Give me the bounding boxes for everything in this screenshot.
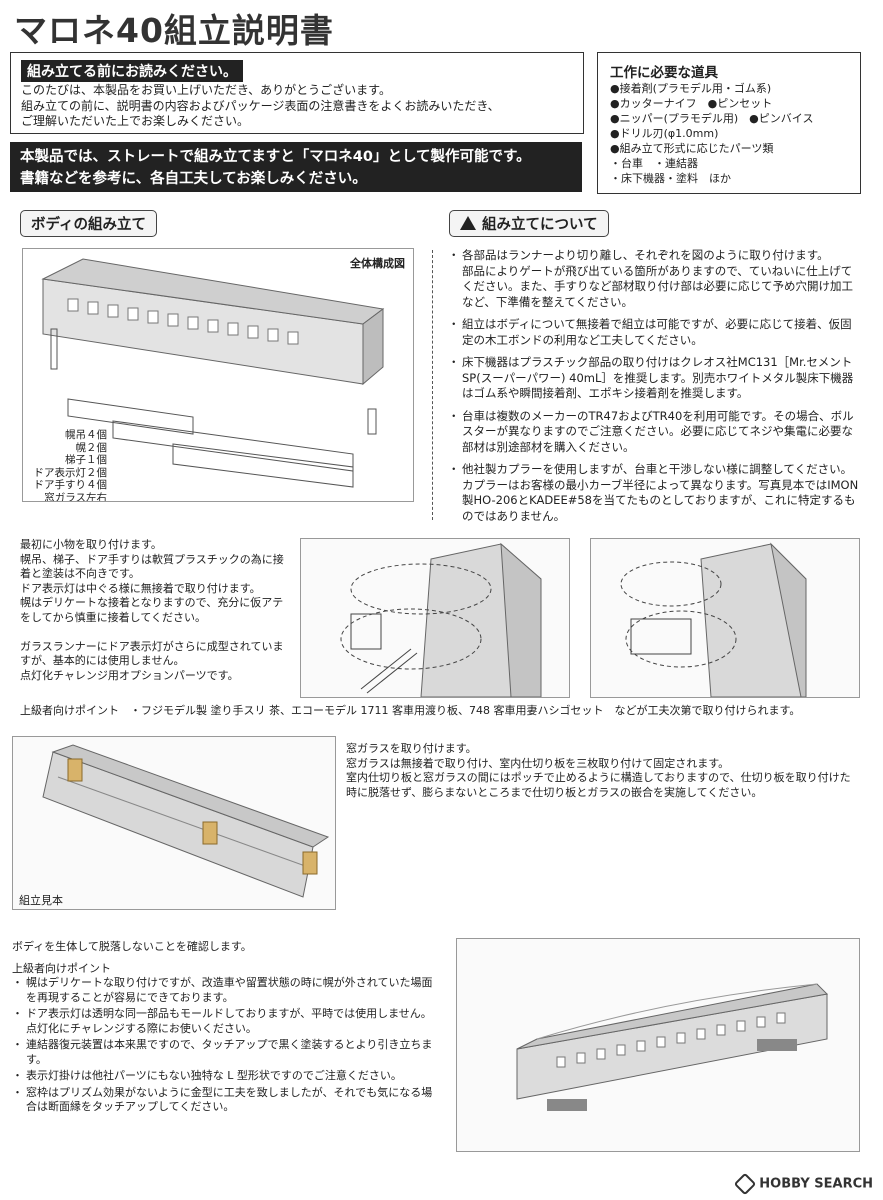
step3-point: 表示灯掛けは他社パーツにもない独特な L 型形状ですのでご注意ください。 <box>12 1069 440 1084</box>
step3-point: ドア表示灯は透明な同一部品もモールドしておりますが、平時では使用しません。点灯化… <box>12 1007 440 1036</box>
assembly-note: 台車は複数のメーカーのTR47およびTR40を利用可能です。その場合、ボルスター… <box>448 409 863 456</box>
tools-heading: 工作に必要な道具 <box>610 65 718 81</box>
warning-icon <box>460 216 476 230</box>
step3-intro: ボディを生体して脱落しないことを確認します。 <box>12 940 252 953</box>
assembly-note: 組立はボディについて無接着で組立は可能ですが、必要に応じて接着、仮固定の木工ボン… <box>448 317 863 348</box>
advanced-points-line: 上級者向けポイント ・フジモデル製 塗り手スリ 茶、エコーモデル 1711 客車… <box>20 704 801 717</box>
assembled-body-illustration <box>42 744 330 898</box>
watermark-text: HOBBY SEARCH <box>759 1176 873 1192</box>
step3-point: 連結器復元装置は本来黒ですので、タッチアップで黒く塗装するとより引き立ちます。 <box>12 1038 440 1067</box>
step3-point: 幌はデリケートな取り付けですが、改造車や留置状態の時に幌が外されていた場面を再現… <box>12 976 440 1005</box>
logo-icon <box>733 1172 757 1196</box>
sample-label: 組立見本 <box>19 894 63 907</box>
overview-diagram: 全体構成図 幌吊４個 幌２個 梯子１個 ドア表示灯２個 ドア手すり４個 窓ガラス… <box>22 248 414 502</box>
step2-image: 組立見本 <box>12 736 336 910</box>
step3-point: 窓枠はプリズム効果がないように金型に工夫を致しましたが、それでも気になる場合は断… <box>12 1086 440 1115</box>
step1-image-b <box>590 538 860 698</box>
assembly-note: 床下機器はプラスチック部品の取り付けはクレオス社MC131［Mr.セメントSP(… <box>448 355 863 402</box>
overview-title: 全体構成図 <box>350 257 405 270</box>
step3-points: 幌はデリケートな取り付けですが、改造車や留置状態の時に幌が外されていた場面を再現… <box>12 976 440 1117</box>
tools-box: 工作に必要な道具 ●接着剤(プラモデル用・ゴム系) ●カッターナイフ ●ピンセッ… <box>597 52 861 194</box>
intro-box: 組み立てる前にお読みください。 このたびは、本製品をお買い上げいただき、ありがと… <box>10 52 584 134</box>
car-exploded-illustration <box>41 258 385 488</box>
end-parts-illustration-alt <box>620 542 807 697</box>
step1-text: 最初に小物を取り付けます。 幌吊、梯子、ドア手すりは軟質プラスチックの為に接着と… <box>20 538 284 682</box>
end-parts-illustration <box>340 542 542 697</box>
section-body-heading: ボディの組み立て <box>20 210 157 237</box>
step1-image-a <box>300 538 570 698</box>
step3-image <box>456 938 860 1152</box>
notice-banner: 本製品では、ストレートで組み立てますと「マロネ40」として製作可能です。 書籍な… <box>10 142 582 192</box>
page-title: マロネ40組立説明書 <box>14 11 334 50</box>
step2-text: 窓ガラスを取り付けます。 窓ガラスは無接着で取り付け、室内仕切り板を三枚取り付け… <box>346 742 851 799</box>
assembly-notes: 各部品はランナーより切り離し、それぞれを図のように取り付けます。 部品によりゲー… <box>448 248 863 531</box>
watermark: HOBBY SEARCH <box>733 1172 873 1196</box>
section-assembly-heading: 組み立てについて <box>449 210 609 237</box>
column-divider <box>432 250 434 520</box>
section-assembly-label: 組み立てについて <box>482 217 598 233</box>
finished-car-illustration <box>516 983 829 1111</box>
step3-heading: 上級者向けポイント <box>12 962 111 975</box>
assembly-note: 各部品はランナーより切り離し、それぞれを図のように取り付けます。 部品によりゲー… <box>448 248 863 310</box>
intro-heading: 組み立てる前にお読みください。 <box>21 60 243 82</box>
assembly-note: 他社製カプラーを使用しますが、台車と干渉しない様に調整してください。 カプラーは… <box>448 462 863 524</box>
parts-list: 幌吊４個 幌２個 梯子１個 ドア表示灯２個 ドア手すり４個 窓ガラス左右 <box>33 429 108 502</box>
intro-body: このたびは、本製品をお買い上げいただき、ありがとうございます。 組み立ての前に、… <box>21 83 500 128</box>
tools-list: ●接着剤(プラモデル用・ゴム系) ●カッターナイフ ●ピンセット ●ニッパー(プ… <box>610 82 814 185</box>
